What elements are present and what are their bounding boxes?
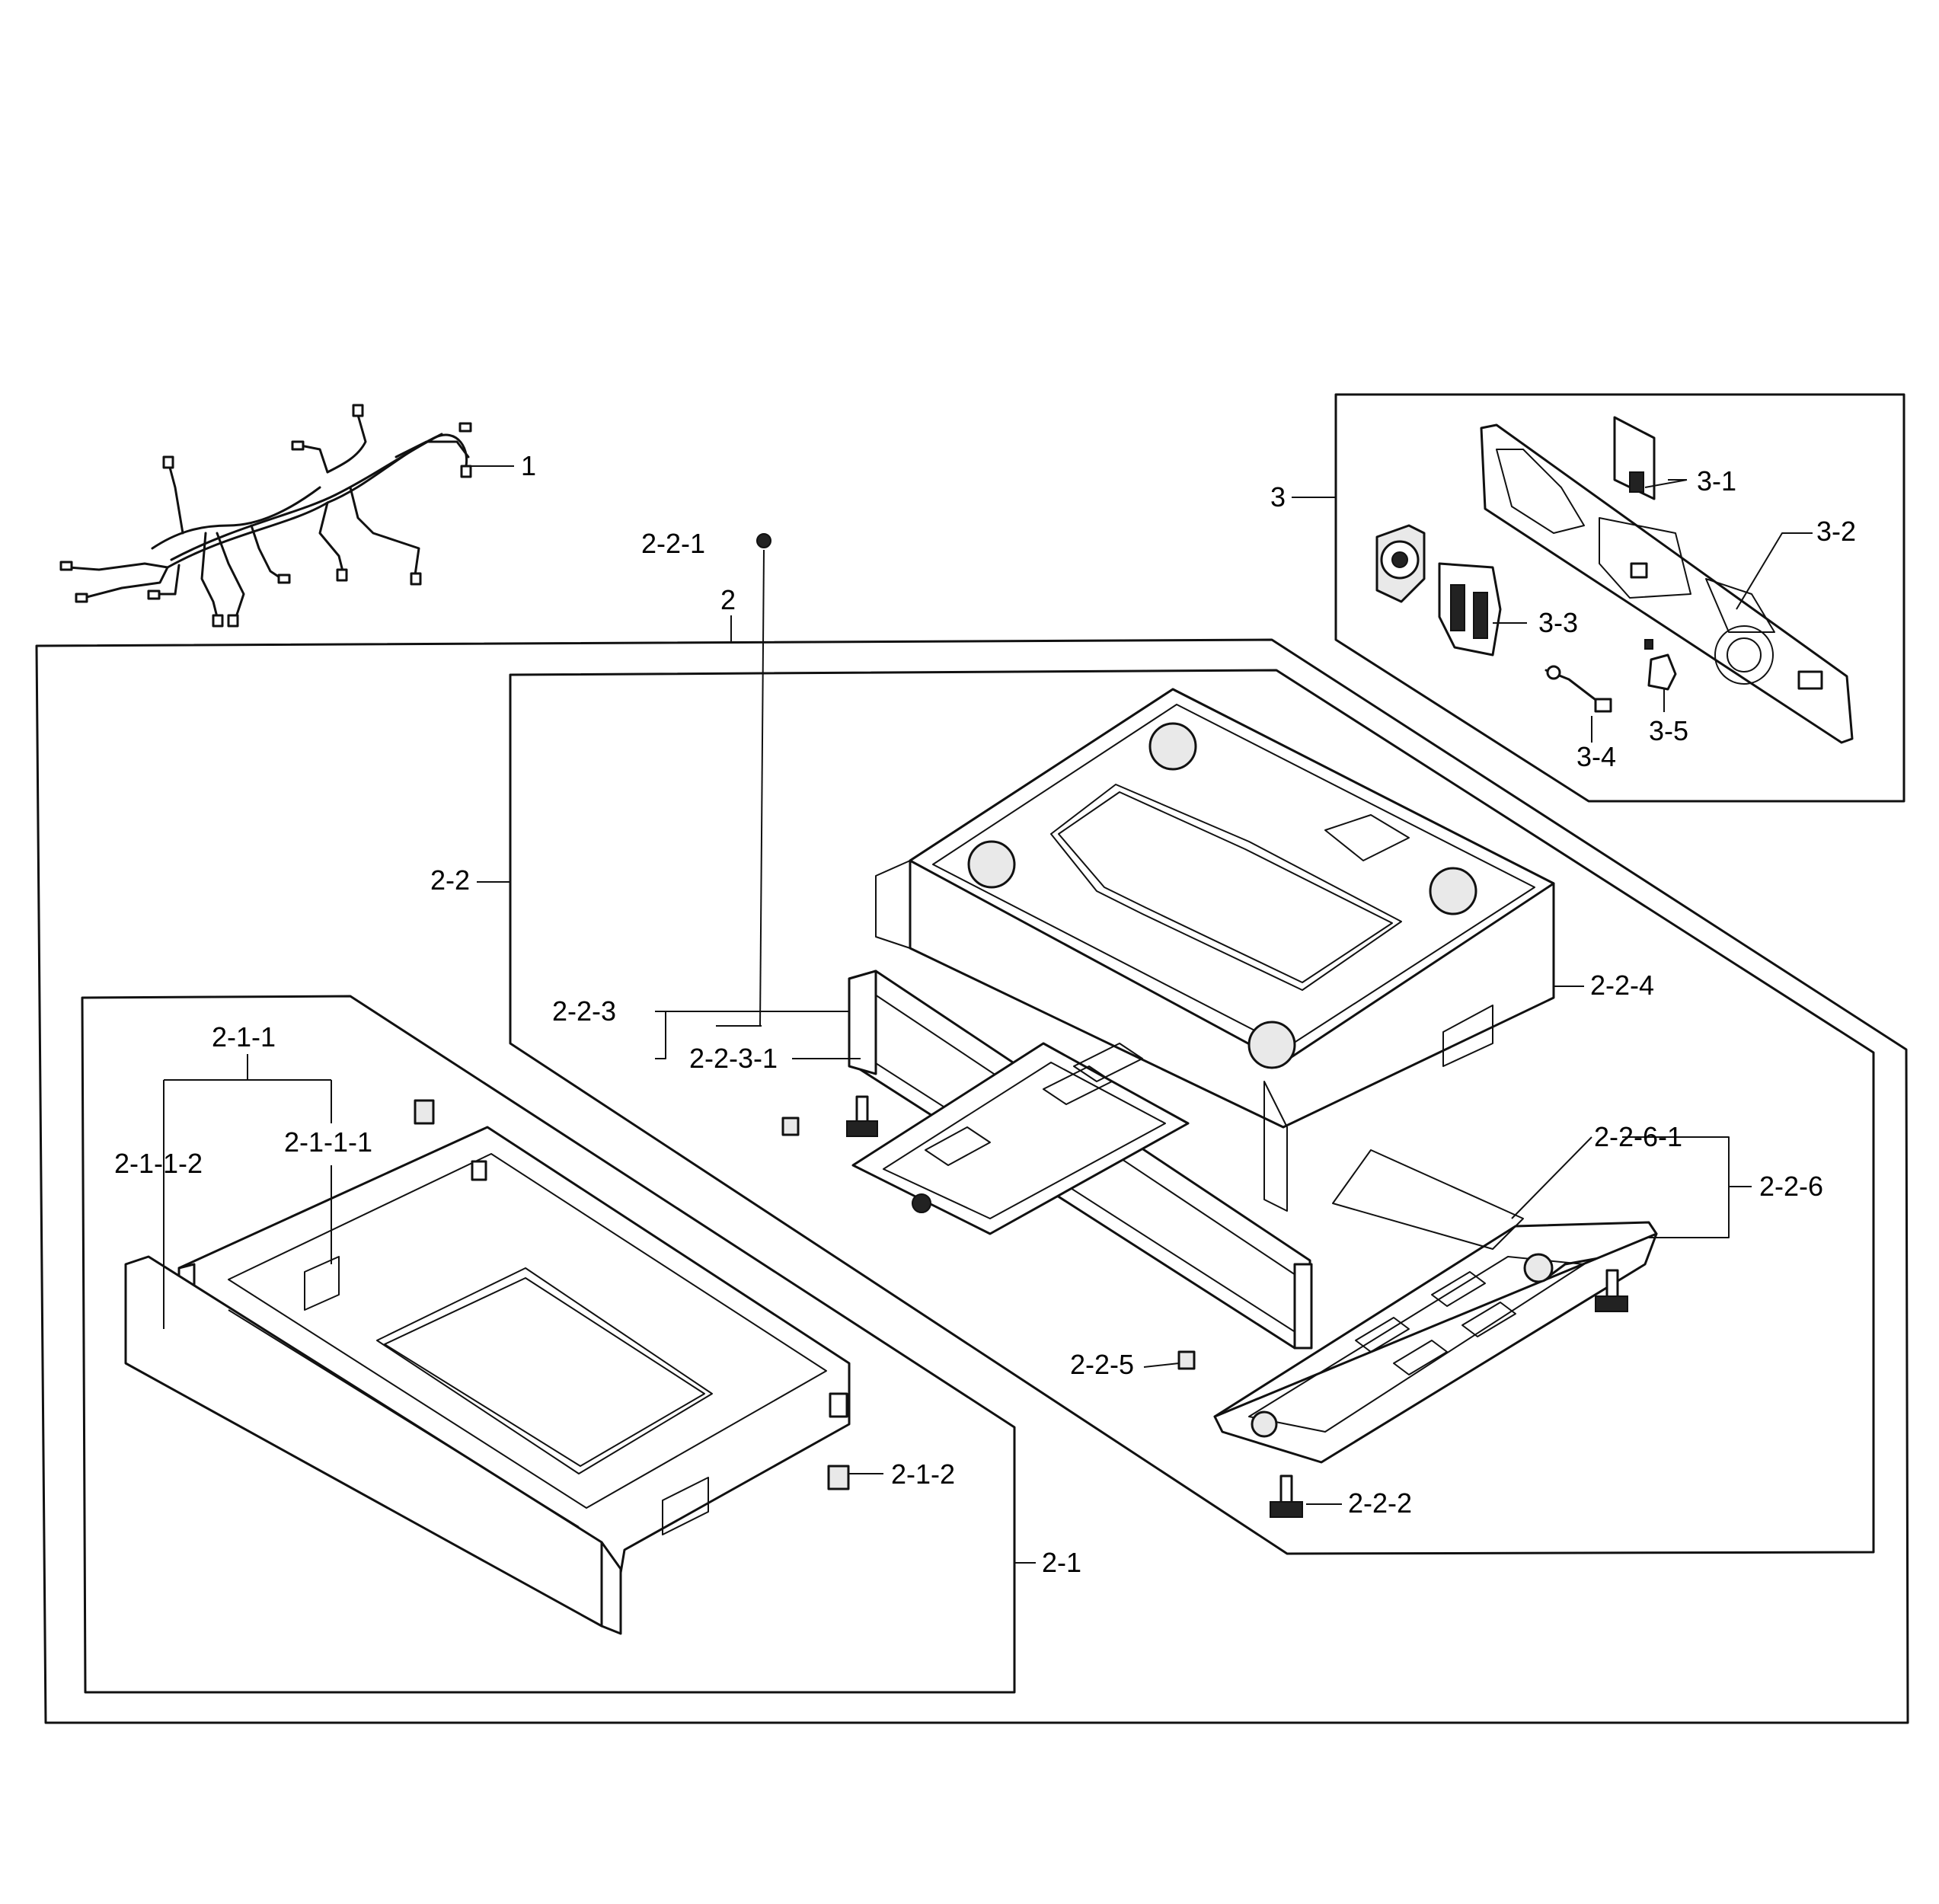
leveling-foot-right xyxy=(1595,1269,1628,1312)
leader-lines xyxy=(163,465,1813,1564)
callout-labels: 1 2 3 3-1 3-2 3-3 3-4 3-5 2-2 2-2-1 2-2-… xyxy=(114,450,1856,1578)
label-3-5: 3-5 xyxy=(1649,715,1688,746)
label-2-1-2: 2-1-2 xyxy=(891,1458,955,1490)
leveling-foot-left xyxy=(846,1095,878,1137)
label-1: 1 xyxy=(521,450,536,481)
label-2-2-2: 2-2-2 xyxy=(1348,1487,1412,1519)
label-2-1-1-2: 2-1-1-2 xyxy=(114,1148,203,1179)
base-plate-2-2-6 xyxy=(1213,1149,1658,1464)
label-2-2-6: 2-2-6 xyxy=(1759,1171,1823,1202)
clip-left xyxy=(781,1117,800,1136)
label-3: 3 xyxy=(1270,481,1286,513)
clip-2-2-5 xyxy=(1177,1350,1196,1370)
label-2: 2 xyxy=(720,584,736,615)
bracket-2-1-1-top xyxy=(414,1099,435,1125)
label-2-2-3: 2-2-3 xyxy=(552,995,616,1027)
label-2-1-1-1: 2-1-1-1 xyxy=(284,1126,372,1158)
pedestal-rails xyxy=(851,1042,1190,1235)
label-2-2-4: 2-2-4 xyxy=(1590,970,1654,1001)
group-2-1-outline xyxy=(81,995,1016,1694)
group-2-outline xyxy=(35,638,1909,1724)
label-3-3: 3-3 xyxy=(1538,607,1578,638)
small-parts xyxy=(414,533,1628,1518)
control-panel-assembly xyxy=(1375,416,1854,744)
label-2-2-5: 2-2-5 xyxy=(1070,1349,1134,1380)
drawer-2-1 xyxy=(124,1126,851,1635)
label-2-2-6-1: 2-2-6-1 xyxy=(1594,1121,1682,1152)
pedestal-top-2-2-4 xyxy=(875,688,1555,1212)
label-3-2: 3-2 xyxy=(1816,516,1856,547)
leveling-foot-2-2-2 xyxy=(1270,1474,1303,1518)
label-2-2-1: 2-2-1 xyxy=(641,528,705,559)
label-3-4: 3-4 xyxy=(1576,741,1616,772)
label-2-2: 2-2 xyxy=(430,864,470,896)
clip-2-1-2 xyxy=(827,1465,850,1490)
group-3-outline xyxy=(1334,393,1905,803)
label-2-1-1: 2-1-1 xyxy=(212,1021,276,1053)
group-2-2-outline xyxy=(509,669,1875,1555)
label-2-2-3-1: 2-2-3-1 xyxy=(689,1043,778,1074)
label-2-1: 2-1 xyxy=(1042,1547,1081,1578)
label-3-1: 3-1 xyxy=(1697,465,1736,497)
wire-harness xyxy=(59,404,472,628)
screw-2-2-1 xyxy=(756,533,771,548)
